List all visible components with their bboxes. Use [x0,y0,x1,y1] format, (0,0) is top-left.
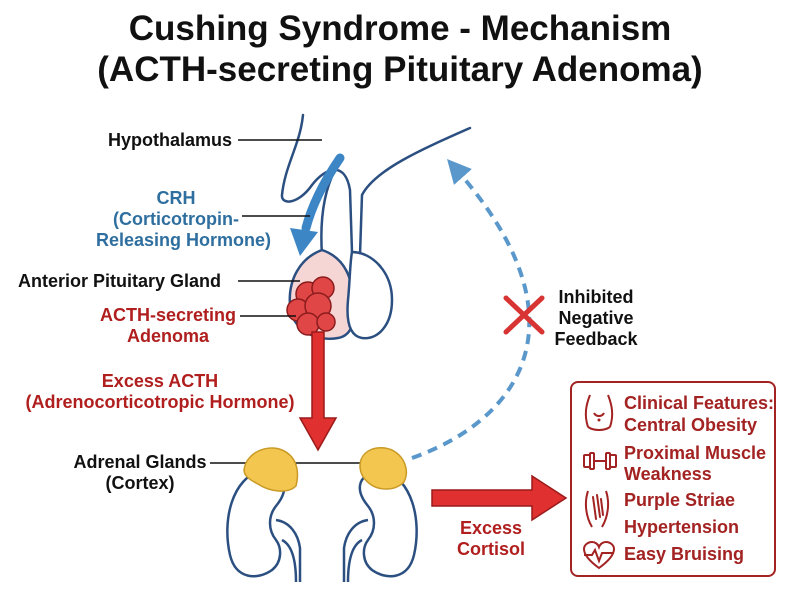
inhibition-x-icon [503,295,545,335]
excess-cortisol-label: Excess Cortisol [446,518,536,560]
acth-arrow [298,331,338,452]
crh-label: CRH (Corticotropin- Releasing Hormone) [96,188,272,251]
cortisol-arrow [431,474,568,522]
page-title: Cushing Syndrome - Mechanism (ACTH-secre… [0,8,800,90]
excess-acth-label-line-2: (Adrenocorticotropic Hormone) [25,392,295,412]
left-kidney [226,468,286,578]
feature-item-purple-striae: Purple Striae [624,490,736,510]
adenoma-label-line-1: ACTH-secreting [99,305,237,325]
cortisol-label-line-2: Cortisol [456,539,525,559]
adrenal-label-line-2: (Cortex) [105,473,175,493]
feedback-label-line-2: Negative [558,308,634,328]
left-adrenal-cortex [243,447,299,492]
feature-item-central-obesity: Central Obesity [624,415,758,435]
feature-proximal-line-1: Proximal Muscle [624,443,767,463]
right-kidney [358,468,418,578]
adrenal-glands-label: Adrenal Glands (Cortex) [70,452,210,494]
heart-pulse-icon [582,541,616,570]
feedback-label: Inhibited Negative Feedback [548,287,644,350]
features-heading: Clinical Features: [624,393,775,413]
feature-item-proximal-muscle: Proximal Muscle Weakness [624,443,766,485]
crh-arrow-head [290,228,318,256]
right-kidney-hilum [342,518,369,583]
feedback-label-line-1: Inhibited [558,287,634,307]
abdomen-icon [584,394,614,431]
adrenal-label-line-1: Adrenal Glands [73,452,207,472]
clinical-features-box: Clinical Features: Central Obesity Proxi… [570,381,776,577]
hypothalamus-outline [280,113,354,254]
feature-proximal-line-2: Weakness [624,464,712,484]
adenoma-mass [286,276,336,336]
crh-label-line-2: (Corticotropin- [113,209,239,229]
left-kidney-hilum [275,518,302,583]
excess-acth-label-line-1: Excess ACTH [101,371,219,391]
adenoma-label-line-2: Adenoma [126,326,209,346]
feature-item-easy-bruising: Easy Bruising [624,544,745,564]
crh-label-line-1: CRH [156,188,196,208]
crh-label-line-3: Releasing Hormone) [96,230,272,250]
posterior-pituitary-shape [346,250,394,340]
feature-item-hypertension: Hypertension [624,517,740,537]
anterior-pituitary-label: Anterior Pituitary Gland [18,271,222,291]
dumbbell-icon [583,452,617,470]
striae-icon [584,490,610,528]
excess-acth-label: Excess ACTH (Adrenocorticotropic Hormone… [20,371,300,413]
right-adrenal-cortex [359,446,408,490]
title-line-2: (ACTH-secreting Pituitary Adenoma) [97,50,703,89]
crh-arrow-shaft [301,153,345,233]
cortisol-label-line-1: Excess [459,518,523,538]
title-line-1: Cushing Syndrome - Mechanism [128,9,672,48]
adenoma-label: ACTH-secreting Adenoma [88,305,248,347]
hypothalamus-label: Hypothalamus [108,130,233,150]
feedback-label-line-3: Feedback [554,329,638,349]
third-ventricle-outline [358,126,472,257]
feedback-arrow [411,159,532,460]
